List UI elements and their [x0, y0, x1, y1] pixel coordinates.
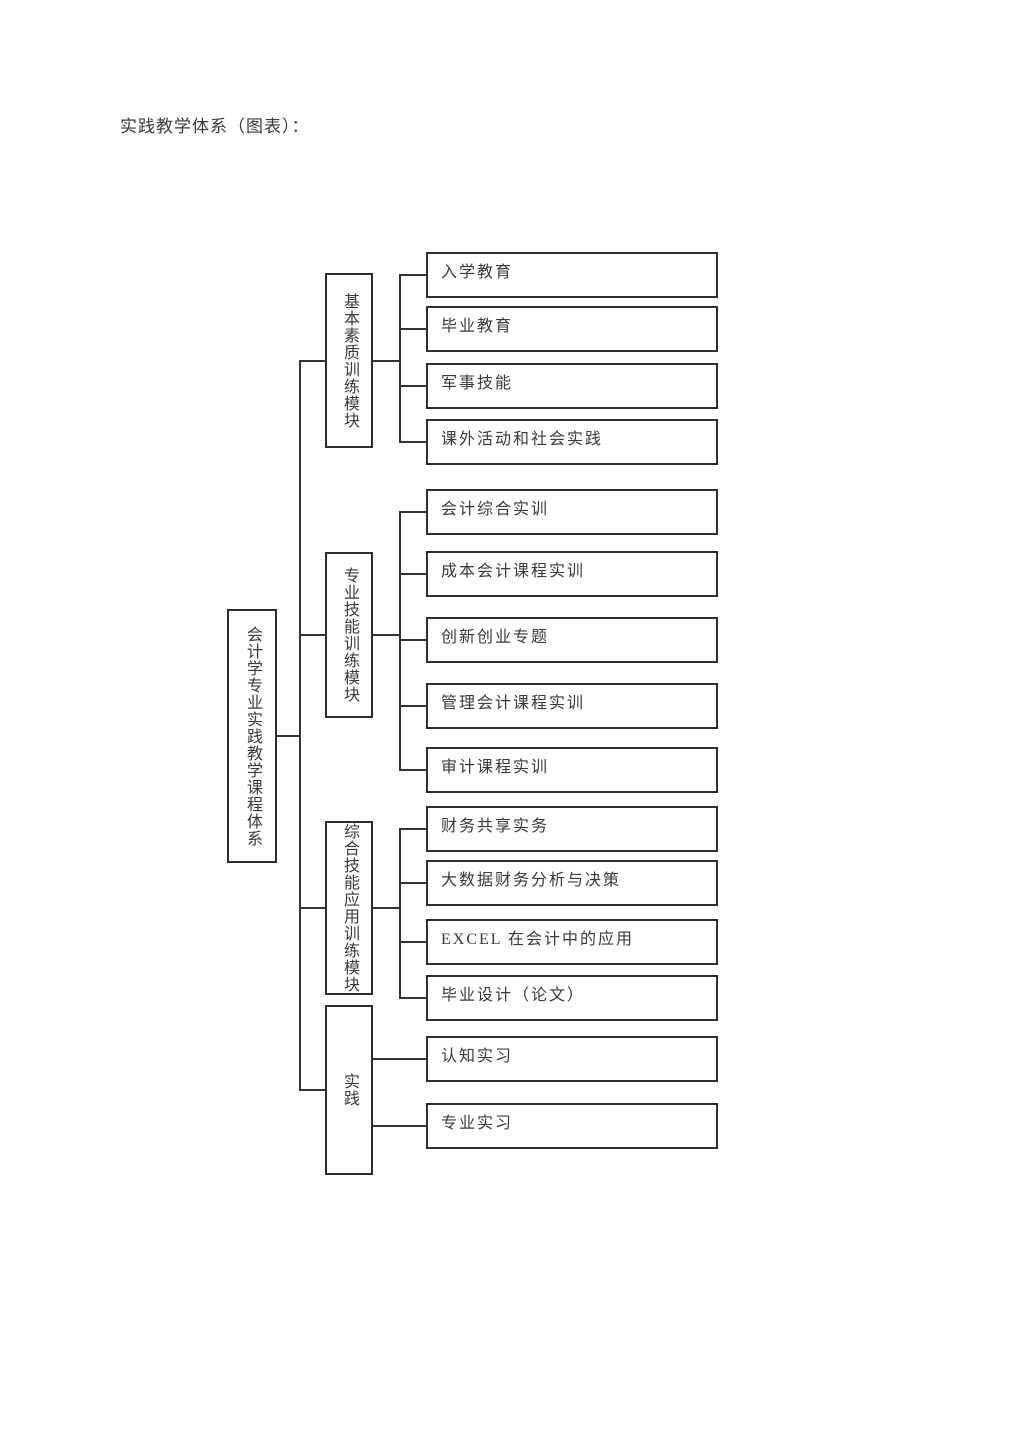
connector-line: [400, 385, 426, 387]
connector-line: [373, 359, 400, 362]
leaf-box-m1-3: 军事技能: [426, 363, 718, 409]
connector-line: [300, 634, 325, 636]
connector-line: [400, 274, 426, 276]
connector-line: [300, 359, 325, 362]
leaf-box-m3-4: 毕业设计（论文）: [426, 975, 718, 1021]
connector-line: [400, 997, 426, 999]
connector-line: [400, 328, 426, 330]
connector-line: [400, 705, 426, 707]
connector-line: [373, 907, 400, 909]
module-box-2: 专业技能训练模块: [325, 552, 373, 718]
connector-line: [400, 441, 426, 443]
connector-line: [277, 735, 300, 737]
connector-line: [400, 573, 426, 575]
connector-line: [373, 1125, 426, 1127]
connector-line: [400, 828, 426, 830]
root-box: 会计学专业实践教学课程体系: [227, 609, 277, 863]
connector-line: [373, 634, 400, 636]
connector-line: [400, 511, 426, 513]
leaf-box-m4-2: 专业实习: [426, 1103, 718, 1149]
leaf-box-m2-5: 审计课程实训: [426, 747, 718, 793]
connector-line: [400, 769, 426, 771]
connector-line: [399, 511, 401, 771]
connector-line: [400, 882, 426, 884]
module-box-4: 实践: [325, 1005, 373, 1175]
leaf-box-m3-3: EXCEL 在会计中的应用: [426, 919, 718, 965]
leaf-box-m1-4: 课外活动和社会实践: [426, 419, 718, 465]
leaf-box-m2-4: 管理会计课程实训: [426, 683, 718, 729]
module-box-1: 基本素质训练模块: [325, 273, 373, 448]
connector-line: [399, 274, 401, 443]
connector-line: [300, 1089, 325, 1091]
connector-line: [300, 907, 325, 909]
leaf-box-m2-1: 会计综合实训: [426, 489, 718, 535]
connector-line: [400, 941, 426, 943]
connector-line: [299, 359, 301, 1091]
leaf-box-m4-1: 认知实习: [426, 1036, 718, 1082]
leaf-box-m1-1: 入学教育: [426, 252, 718, 298]
leaf-box-m3-2: 大数据财务分析与决策: [426, 860, 718, 906]
connector-line: [373, 1058, 426, 1060]
leaf-box-m2-3: 创新创业专题: [426, 617, 718, 663]
page-title: 实践教学体系（图表）：: [120, 117, 310, 136]
leaf-box-m3-1: 财务共享实务: [426, 806, 718, 852]
connector-line: [400, 639, 426, 641]
leaf-box-m2-2: 成本会计课程实训: [426, 551, 718, 597]
leaf-box-m1-2: 毕业教育: [426, 306, 718, 352]
module-box-3: 综合技能应用训练模块: [325, 821, 373, 995]
connector-line: [399, 828, 401, 999]
